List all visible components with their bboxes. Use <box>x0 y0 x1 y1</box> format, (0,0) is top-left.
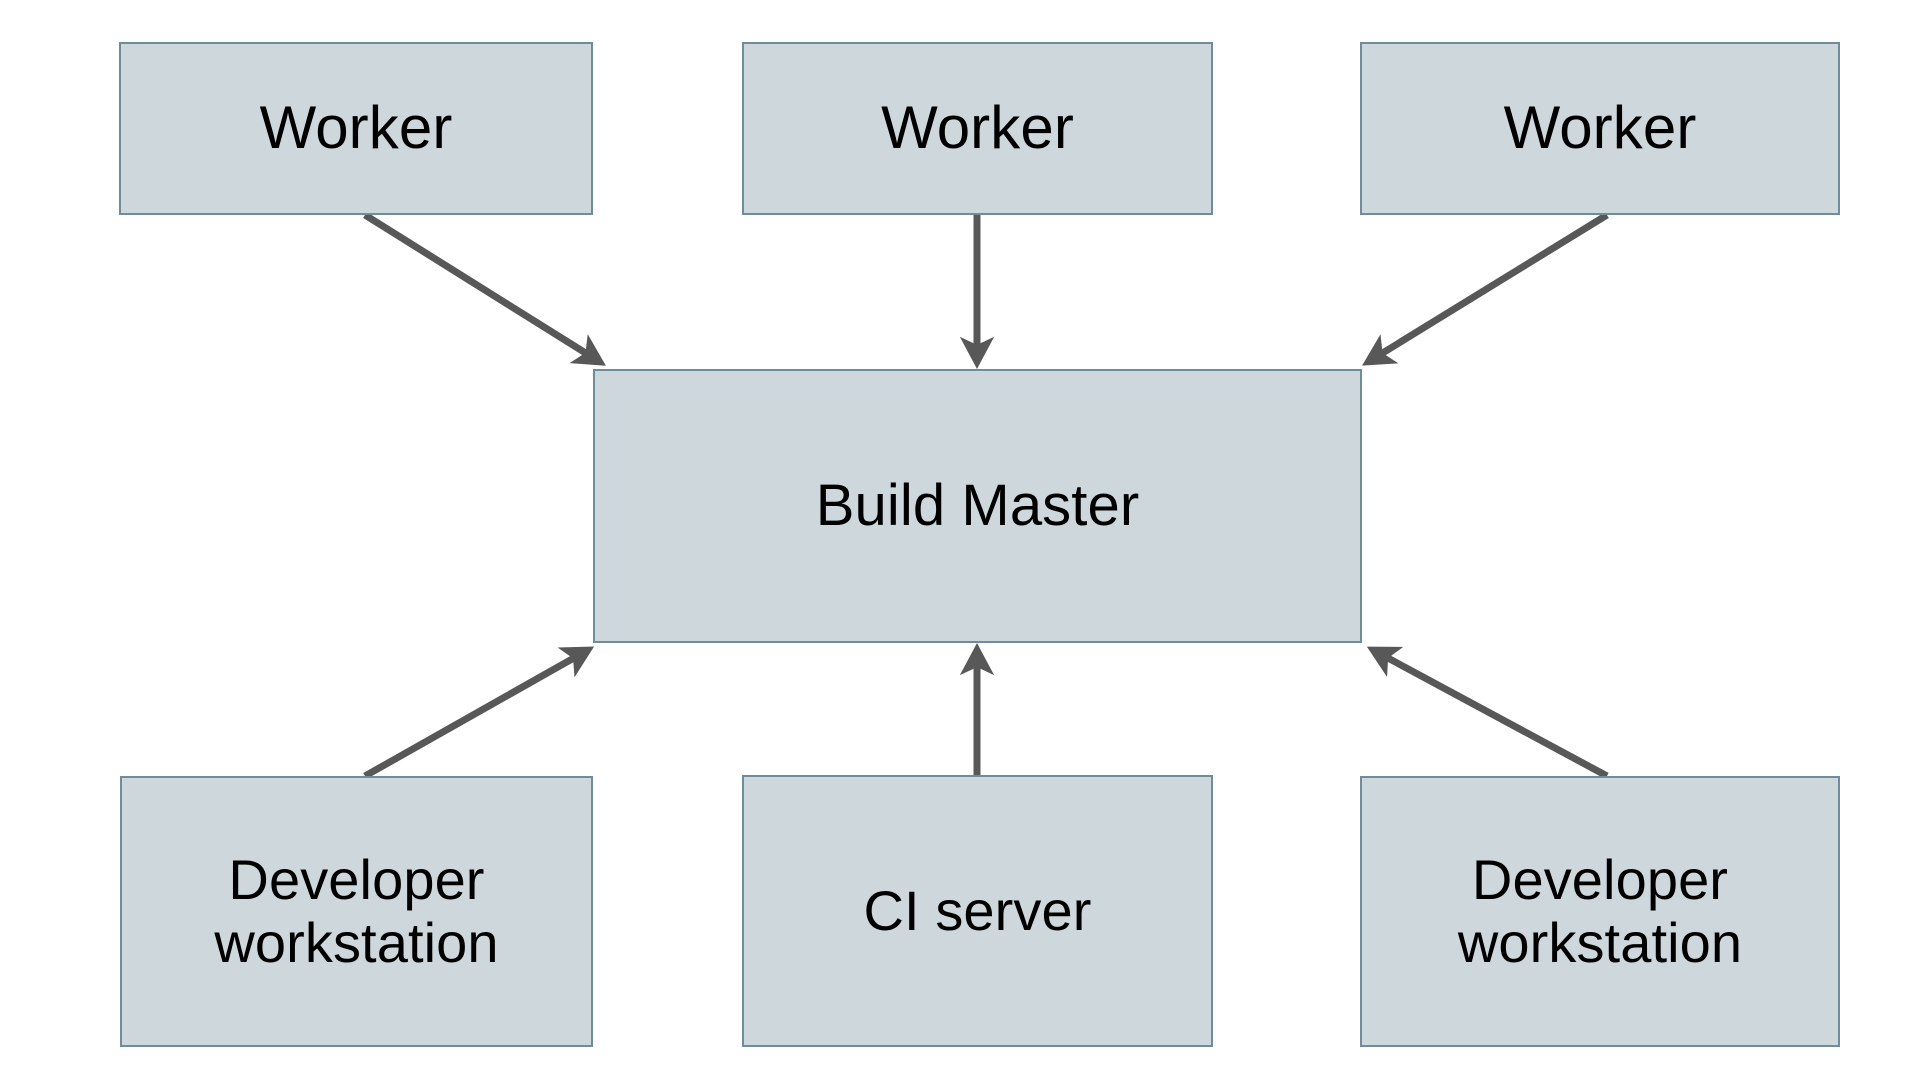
node-developer-workstation-right[interactable]: Developer workstation <box>1360 776 1840 1047</box>
node-worker-right[interactable]: Worker <box>1360 42 1840 215</box>
node-label: Worker <box>259 94 453 162</box>
node-label: Worker <box>1503 94 1697 162</box>
edge-worker-left-to-master <box>363 212 606 366</box>
edge-developer-right-to-master <box>1366 646 1609 780</box>
node-worker-center[interactable]: Worker <box>742 42 1213 215</box>
node-label: Developer workstation <box>214 847 499 974</box>
node-build-master[interactable]: Build Master <box>593 369 1362 643</box>
node-label: Developer workstation <box>1457 847 1743 974</box>
node-developer-workstation-left[interactable]: Developer workstation <box>120 776 593 1047</box>
edge-worker-right-to-master <box>1362 212 1609 366</box>
node-label: Build Master <box>815 472 1140 538</box>
edge-developer-left-to-master <box>363 646 595 780</box>
node-label: CI server <box>863 878 1092 942</box>
node-ci-server[interactable]: CI server <box>742 775 1213 1047</box>
node-worker-left[interactable]: Worker <box>119 42 593 215</box>
node-label: Worker <box>881 94 1074 162</box>
